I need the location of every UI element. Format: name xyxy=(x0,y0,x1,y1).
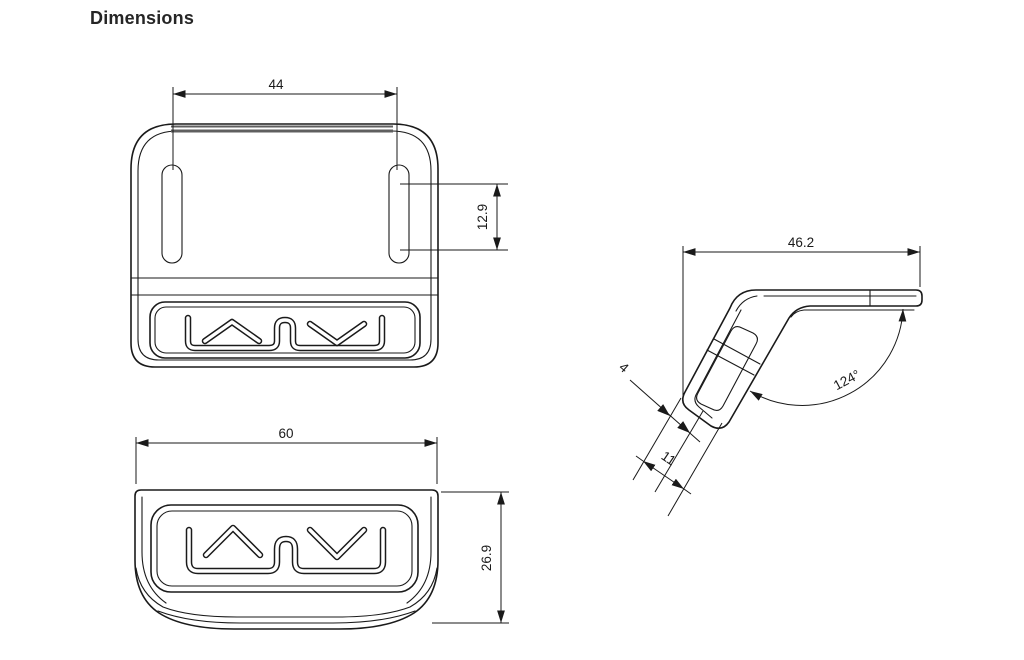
front-mounting-slot-left xyxy=(161,164,183,264)
dim-label-124: 124° xyxy=(831,367,863,393)
ext-line-outer-face xyxy=(632,397,682,481)
dimension-body-thickness: 11 xyxy=(635,448,692,495)
front-button-panel-inner xyxy=(154,306,416,354)
front-body-inner-line xyxy=(137,130,432,361)
bottom-seam-upper xyxy=(135,567,438,618)
body-division-line-2 xyxy=(706,349,755,376)
page-title: Dimensions xyxy=(90,8,195,28)
chevron-up-icon xyxy=(202,524,264,559)
bend-inner-curve xyxy=(735,295,758,312)
bottom-body-outline xyxy=(134,489,439,630)
dim-label-44: 44 xyxy=(268,77,284,92)
dimension-bottom-width: 60 xyxy=(135,426,438,484)
bottom-inner-left-line xyxy=(141,496,167,604)
side-view: 46.2 4 11 124° xyxy=(616,235,923,517)
front-button-panel xyxy=(149,301,421,359)
dimension-bottom-height: 26.9 xyxy=(432,491,509,624)
bottom-inner-right-line xyxy=(406,496,432,604)
dim-label-26-9: 26.9 xyxy=(479,545,494,571)
body-shell-seam xyxy=(694,309,742,419)
body-division-line-1 xyxy=(713,338,761,365)
front-mounting-slot-right xyxy=(388,164,410,264)
front-view: 44 12.9 xyxy=(130,77,508,368)
ext-line-lower-face xyxy=(667,422,723,517)
dimension-shell-thickness: 4 xyxy=(616,359,701,443)
dim-label-11: 11 xyxy=(659,448,679,468)
dim-label-46-2: 46.2 xyxy=(788,235,814,250)
bottom-button-panel xyxy=(150,504,419,593)
dim-label-60: 60 xyxy=(278,426,293,441)
chevron-up-icon xyxy=(201,318,263,345)
body-inner-slot xyxy=(695,325,759,412)
dim-label-4: 4 xyxy=(616,359,632,376)
dimension-side-depth: 46.2 xyxy=(682,235,921,398)
dimension-slot-length: 12.9 xyxy=(400,183,508,251)
bottom-seam-lower xyxy=(157,610,416,624)
chevron-down-icon xyxy=(306,320,368,347)
flange-underside-lip xyxy=(790,309,915,318)
dimension-front-width: 44 xyxy=(172,77,398,170)
bottom-button-panel-inner xyxy=(156,510,413,587)
bottom-view: 60 26.9 xyxy=(134,426,509,630)
chevron-down-icon xyxy=(306,526,368,561)
dimension-bend-angle: 124° xyxy=(749,308,907,406)
dim-label-12-9: 12.9 xyxy=(475,204,490,230)
front-body-outline xyxy=(130,123,439,368)
